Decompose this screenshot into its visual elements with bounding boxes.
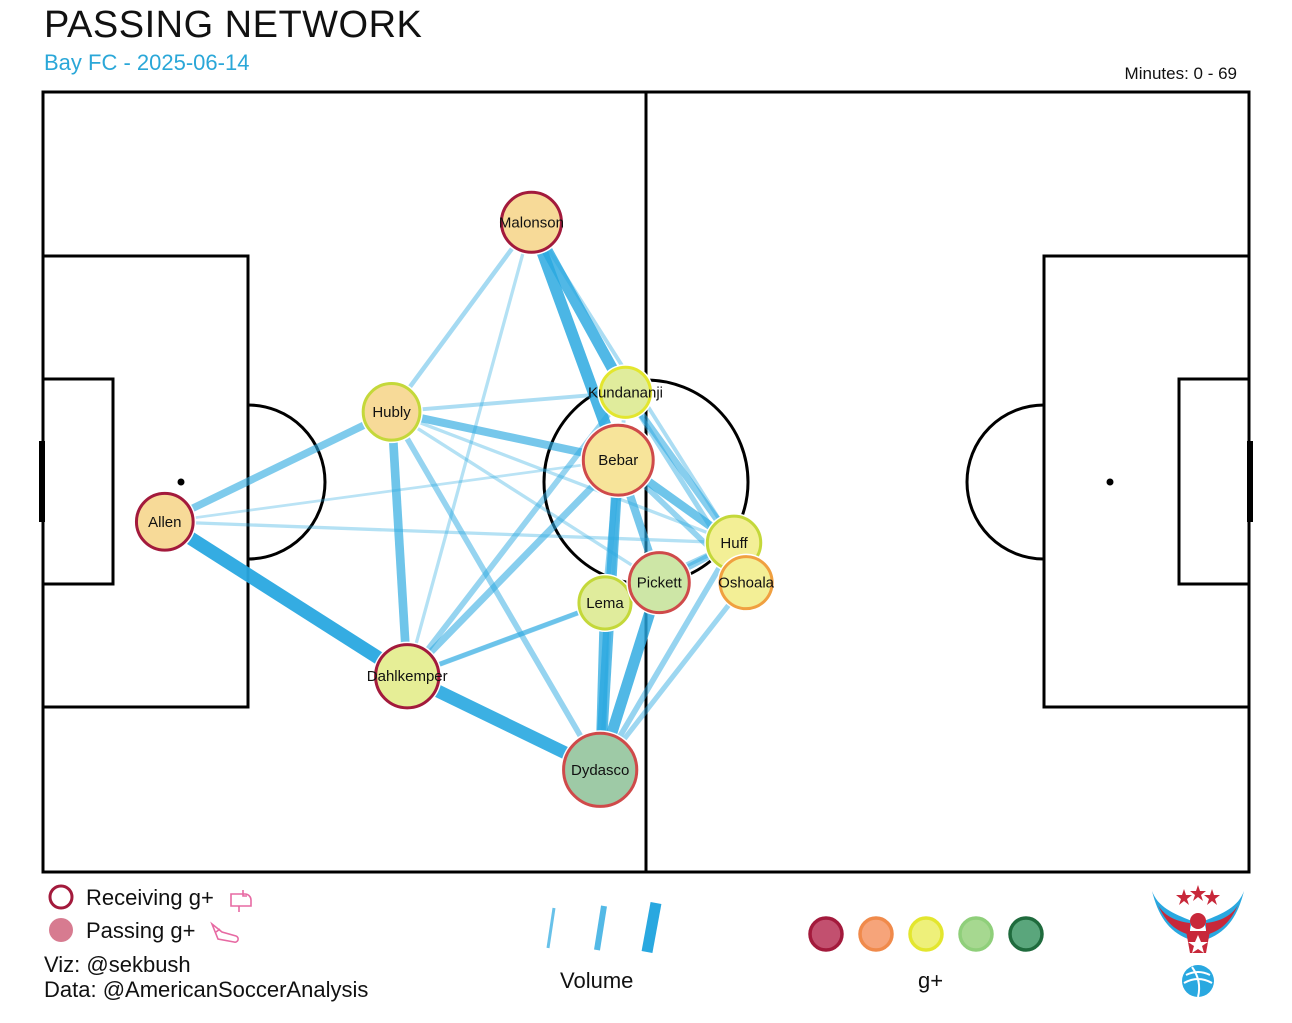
player-node-circle — [627, 551, 691, 615]
minutes-range: Minutes: 0 - 69 — [1124, 64, 1237, 83]
pass-edge-allen-dahlkemper — [161, 516, 411, 682]
gplus-scale — [808, 916, 1044, 952]
eagle-logo-icon — [1152, 885, 1244, 998]
volume-legend-mid — [594, 905, 607, 951]
player-node-label: Lema — [586, 595, 624, 612]
passing-legend-marker — [49, 918, 73, 942]
player-node-lema[interactable]: Lema — [575, 573, 635, 632]
player-node-allen[interactable]: Allen — [133, 490, 197, 554]
passing-legend-label: Passing g+ — [86, 918, 196, 943]
volume-legend-thick — [641, 902, 662, 953]
gplus-legend-label: g+ — [918, 968, 944, 993]
player-node-malonson[interactable]: Malonson — [498, 189, 565, 256]
gplus-scale-step-3 — [908, 916, 944, 952]
player-node-hubly[interactable]: Hubly — [360, 380, 423, 444]
gplus-scale-step-5 — [1008, 916, 1044, 952]
pass-edge-malonson-bebar — [525, 220, 624, 463]
pass-edge-hubly-dahlkemper — [387, 411, 412, 677]
player-node-label: Bebar — [598, 452, 638, 469]
pass-edge-hubly-huff — [390, 410, 735, 545]
pass-edge-malonson-dahlkemper — [405, 221, 534, 677]
right-six-yard-box — [1177, 377, 1251, 586]
left-penalty-arc — [247, 403, 327, 561]
player-node-circle — [598, 365, 653, 419]
boot-icon — [210, 921, 239, 943]
credits: Viz: @sekbush Data: @AmericanSoccerAnaly… — [44, 952, 368, 1002]
left-goal — [39, 441, 45, 522]
right-goal — [1247, 441, 1253, 522]
left-penalty-box — [41, 254, 250, 709]
pass-edge-kundananji-huff — [622, 390, 737, 545]
player-node-label: Oshoala — [718, 575, 775, 592]
pass-edge-dahlkemper-lema — [406, 600, 606, 679]
pass-edge-hubly-kundananji — [391, 390, 626, 414]
gplus-scale-step-4 — [958, 916, 994, 952]
volume-legend-thin — [546, 907, 556, 949]
player-node-circle — [718, 555, 774, 611]
player-node-circle — [581, 423, 655, 497]
page-title: PASSING NETWORK — [44, 4, 423, 46]
gplus-scale-step-1 — [808, 916, 844, 952]
player-node-dahlkemper[interactable]: Dahlkemper — [367, 641, 448, 711]
pass-edge-dydasco-huff — [597, 541, 737, 772]
pass-edge-allen-bebar — [164, 458, 619, 524]
player-node-circle — [577, 575, 633, 631]
right-penalty-arc — [965, 403, 1045, 561]
pass-edge-hubly-dydasco — [389, 410, 603, 772]
pass-edge-malonson-hubly — [389, 220, 534, 414]
receiving-legend-label: Receiving g+ — [86, 885, 214, 910]
player-node-circle — [134, 491, 195, 552]
player-node-label: Malonson — [499, 214, 564, 231]
pass-edges — [161, 219, 749, 776]
player-node-label: Dydasco — [571, 762, 629, 779]
pass-edge-dahlkemper-bebar — [404, 457, 621, 679]
player-node-label: Huff — [720, 535, 748, 552]
player-node-circle — [562, 731, 639, 808]
right-penalty-spot — [1106, 478, 1114, 486]
data-credit: Data: @AmericanSoccerAnalysis — [44, 977, 369, 1002]
player-node-dydasco[interactable]: Dydasco — [560, 730, 640, 810]
viz-credit: Viz: @sekbush — [44, 952, 191, 977]
player-node-label: Hubly — [372, 404, 411, 421]
pass-edge-allen-hubly — [163, 408, 394, 526]
player-node-label: Kundananji — [588, 384, 663, 401]
player-node-kundananji[interactable]: Kundananji — [588, 364, 663, 421]
right-penalty-box — [1042, 254, 1251, 709]
player-node-circle — [499, 190, 563, 254]
player-node-label: Allen — [148, 514, 181, 531]
left-penalty-spot — [177, 478, 185, 486]
player-node-label: Dahlkemper — [367, 668, 448, 685]
player-node-bebar[interactable]: Bebar — [580, 422, 657, 499]
left-six-yard-box — [41, 377, 115, 586]
page-subtitle: Bay FC - 2025-06-14 — [44, 50, 250, 75]
pass-edge-hubly-bebar — [390, 407, 620, 465]
receiving-legend-marker — [48, 884, 74, 910]
gplus-scale-step-2 — [858, 916, 894, 952]
player-node-oshoala[interactable]: Oshoala — [717, 553, 776, 612]
player-node-circle — [374, 643, 441, 710]
mailbox-icon — [230, 890, 252, 912]
volume-legend — [546, 902, 662, 953]
volume-legend-label: Volume — [560, 968, 634, 993]
player-node-label: Pickett — [637, 575, 683, 592]
pass-edge-allen-huff — [164, 520, 735, 545]
player-node-circle — [361, 381, 422, 442]
player-node-pickett[interactable]: Pickett — [626, 549, 693, 616]
